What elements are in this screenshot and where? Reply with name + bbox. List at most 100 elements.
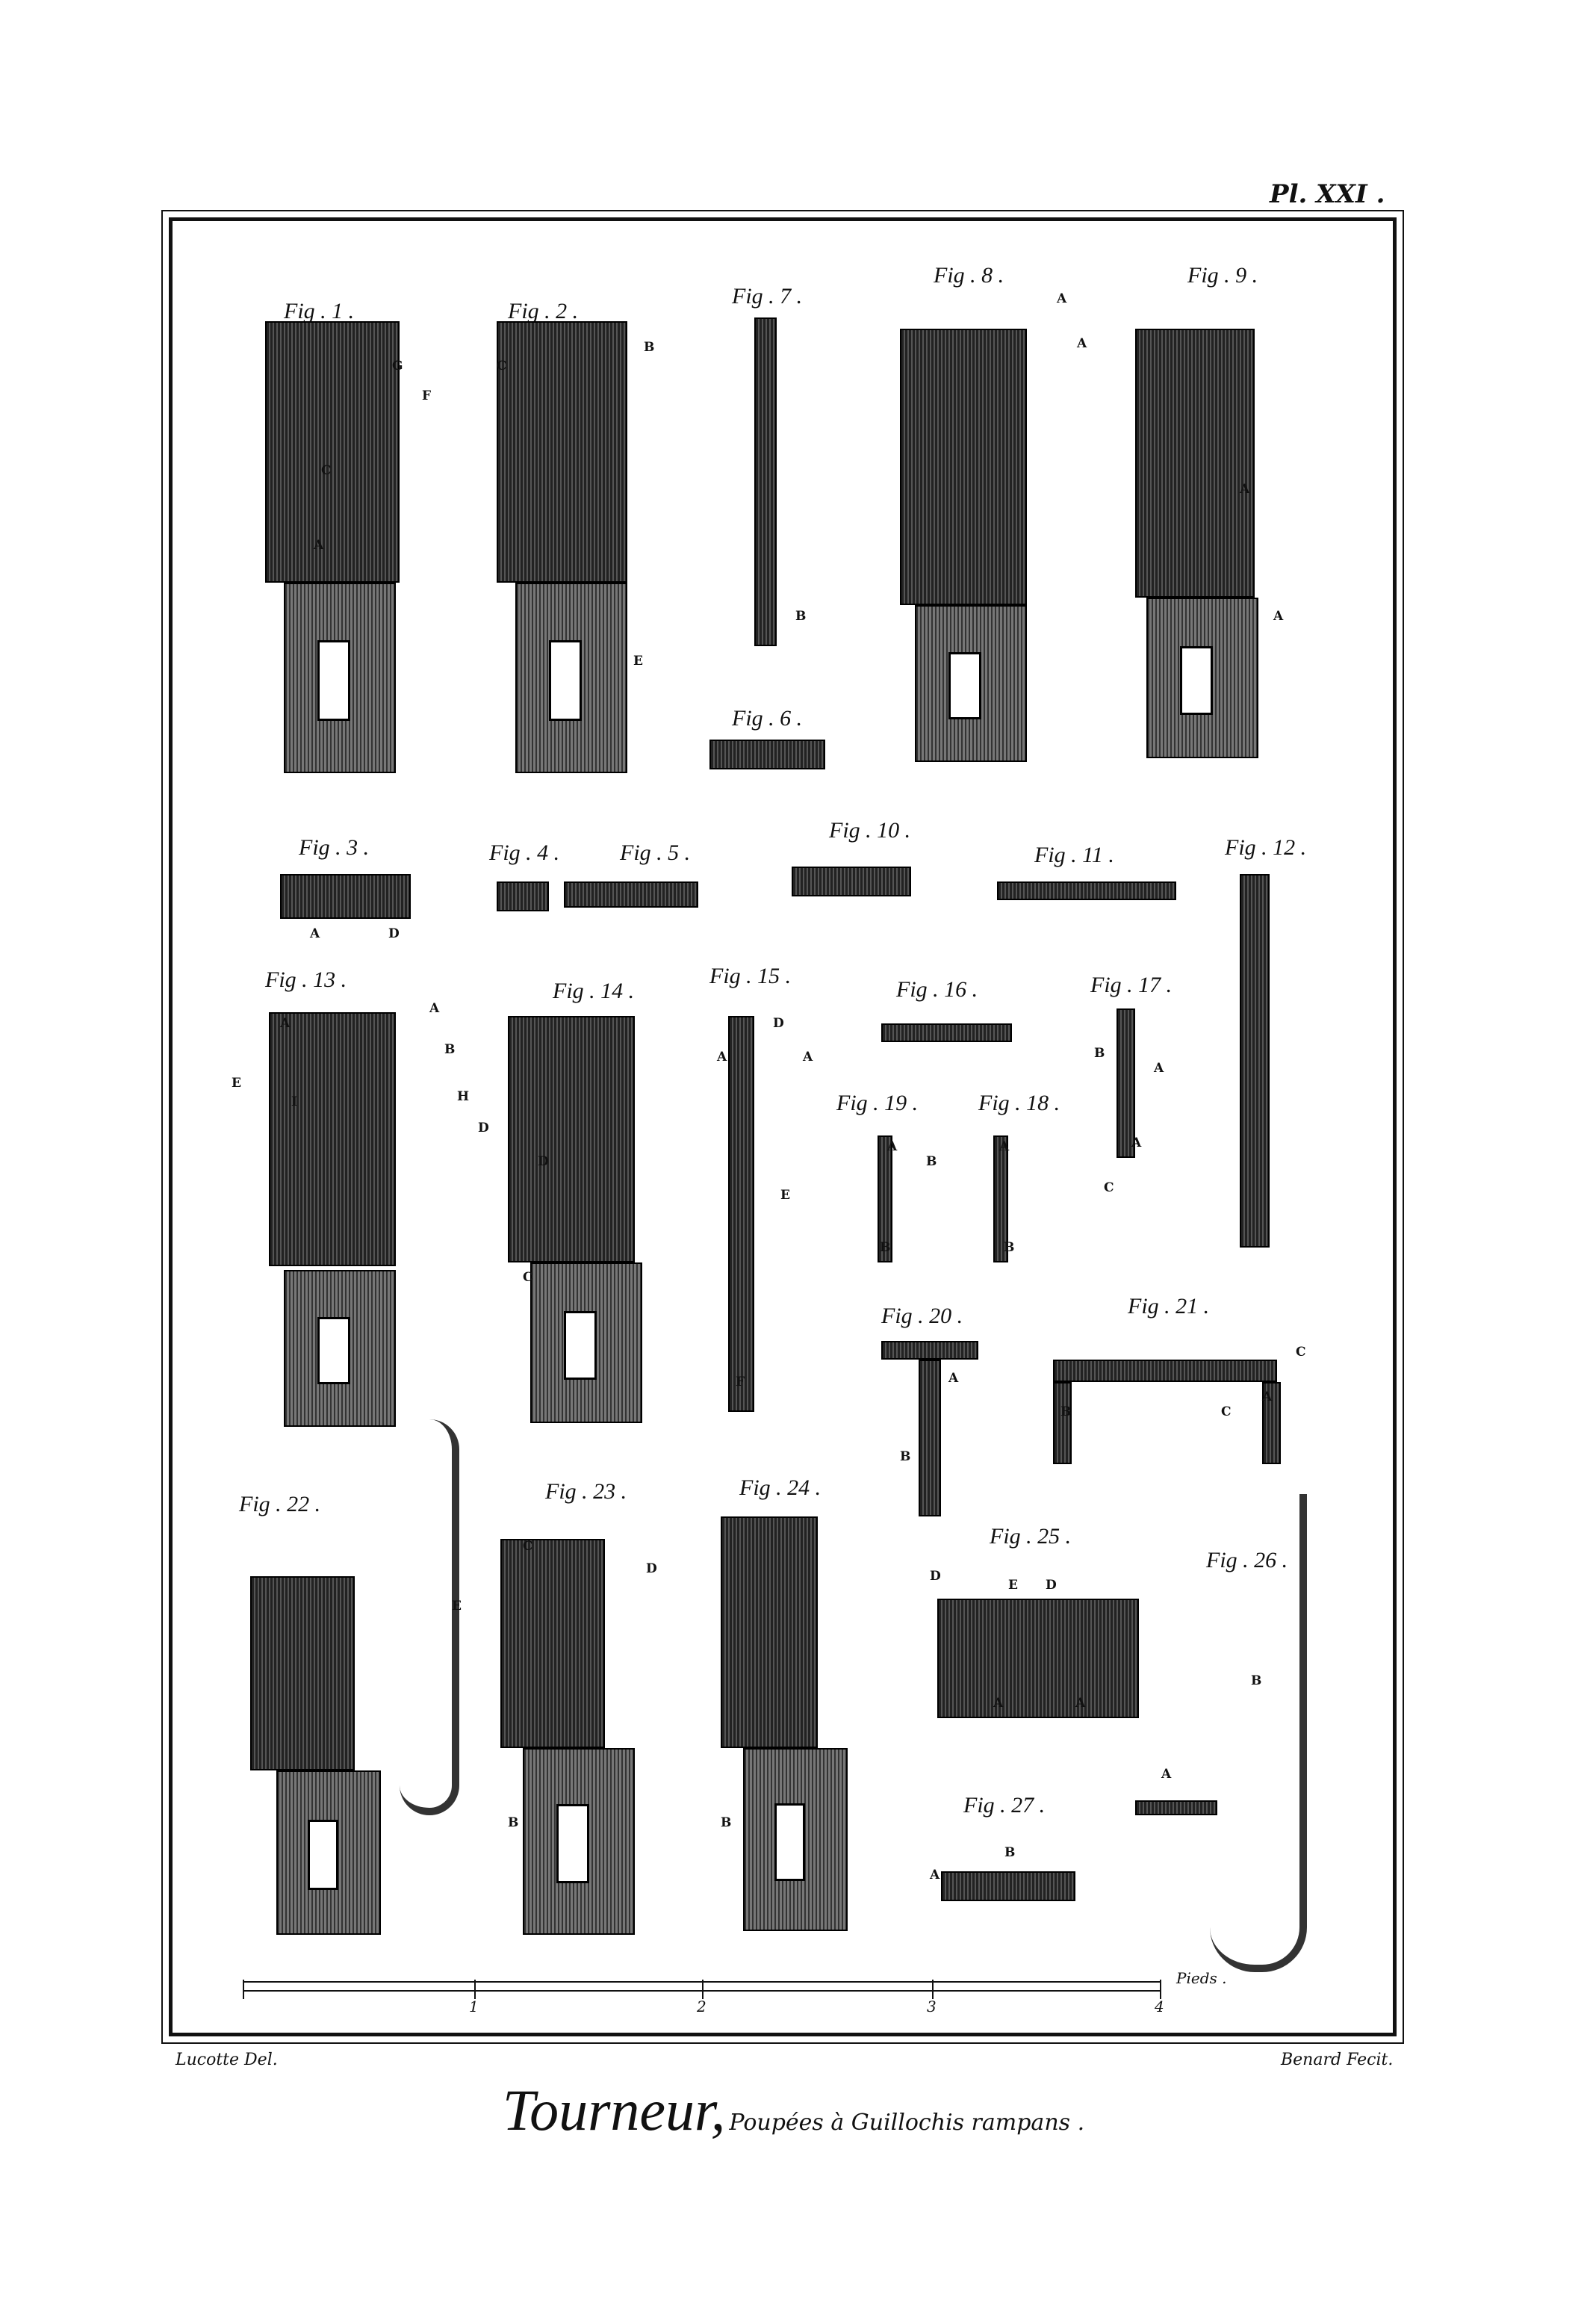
poppet-head (1135, 329, 1255, 598)
reference-letter: B (644, 340, 655, 355)
poppet-head (900, 329, 1027, 605)
reference-letter: F (736, 1375, 745, 1389)
reference-letter: G (392, 359, 403, 374)
reference-letter: A (717, 1050, 727, 1065)
reference-letter: B (1251, 1673, 1262, 1688)
machine-part (993, 1135, 1008, 1262)
machine-part (709, 740, 825, 769)
poppet-head (269, 1012, 396, 1266)
poppet-head (508, 1016, 635, 1262)
figure-label: Fig . 12 . (1225, 835, 1307, 860)
reference-letter: C (1221, 1404, 1232, 1419)
figure-label: Fig . 6 . (732, 706, 803, 731)
poppet-head (500, 1539, 605, 1748)
plate-frame (161, 210, 1404, 2044)
reference-letter: H (457, 1089, 470, 1104)
machine-part (1135, 1800, 1217, 1815)
figure-label: Fig . 25 . (990, 1524, 1072, 1549)
reference-letter: C (1104, 1180, 1114, 1195)
reference-letter: B (1004, 1845, 1016, 1860)
figure-label: Fig . 19 . (836, 1091, 919, 1115)
poppet-window (948, 652, 981, 719)
reference-letter: D (646, 1561, 657, 1576)
strap-b (1210, 1494, 1307, 1972)
reference-letter: A (803, 1050, 813, 1065)
reference-letter: A (1077, 336, 1087, 351)
scale-tick (702, 1980, 704, 1999)
scale-tick (1160, 1980, 1161, 1999)
reference-letter: D (930, 1569, 941, 1584)
reference-letter: C (1296, 1345, 1306, 1360)
reference-letter: E (452, 1599, 462, 1614)
poppet-head (250, 1576, 355, 1770)
figure-label: Fig . 2 . (508, 299, 579, 323)
machine-part (937, 1599, 1139, 1718)
machine-part (280, 874, 411, 919)
reference-letter: A (1154, 1061, 1164, 1076)
reference-letter: B (1004, 1240, 1015, 1255)
reference-letter: A (429, 1001, 440, 1016)
poppet-window (308, 1820, 338, 1890)
figure-label: Fig . 20 . (881, 1304, 963, 1328)
credit-draughtsman: Lucotte Del. (176, 2051, 278, 2069)
reference-letter: A (1273, 609, 1284, 624)
reference-letter: A (948, 1371, 959, 1386)
machine-part (1240, 874, 1270, 1248)
plate-number: Pl. XXI . (1270, 179, 1385, 209)
machine-part (1053, 1382, 1072, 1464)
scale-tick (243, 1980, 244, 1999)
figure-label: Fig . 26 . (1206, 1548, 1288, 1572)
figure-label: Fig . 3 . (299, 835, 370, 860)
scale-unit: Pieds . (1176, 1969, 1227, 1987)
title-main: Tourneur, (502, 2077, 726, 2142)
reference-letter: D (773, 1016, 784, 1031)
reference-letter: A (280, 1016, 291, 1031)
reference-letter: E (1008, 1578, 1018, 1593)
reference-letter: C (497, 359, 507, 374)
reference-letter: A (1240, 482, 1250, 497)
machine-part (919, 1360, 941, 1516)
reference-letter: B (900, 1449, 911, 1464)
reference-letter: B (444, 1042, 456, 1057)
reference-letter: D (388, 926, 400, 941)
reference-letter: A (1161, 1767, 1172, 1782)
reference-letter: D (538, 1154, 549, 1169)
reference-letter: E (633, 654, 643, 669)
machine-part (941, 1871, 1075, 1901)
reference-letter: E (232, 1076, 241, 1091)
machine-part (728, 1016, 754, 1412)
reference-letter: A (310, 926, 320, 941)
scale-tick (474, 1980, 476, 1999)
poppet-window (556, 1804, 589, 1883)
strap-e (400, 1419, 459, 1815)
credit-engraver: Benard Fecit. (1281, 2051, 1394, 2069)
figure-label: Fig . 4 . (489, 840, 560, 865)
figure-label: Fig . 7 . (732, 284, 803, 309)
figure-label: Fig . 15 . (709, 964, 792, 988)
figure-label: Fig . 10 . (829, 818, 911, 843)
figure-label: Fig . 17 . (1090, 973, 1173, 997)
reference-letter: B (1094, 1046, 1105, 1061)
reference-letter: F (422, 388, 432, 403)
reference-letter: D (1046, 1578, 1057, 1593)
poppet-head (721, 1516, 818, 1748)
machine-part (881, 1341, 978, 1360)
reference-letter: A (999, 1139, 1010, 1154)
reference-letter: C (523, 1270, 533, 1285)
poppet-head (265, 321, 400, 583)
machine-part (792, 867, 911, 896)
reference-letter: B (926, 1154, 937, 1169)
reference-letter: A (930, 1868, 940, 1883)
poppet-window (549, 639, 582, 721)
poppet-window (317, 1317, 350, 1384)
machine-part (878, 1135, 892, 1262)
poppet-window (774, 1803, 805, 1881)
scale-tick (932, 1980, 934, 1999)
machine-part (1117, 1008, 1135, 1158)
reference-letter: A (314, 538, 324, 553)
poppet-head (497, 321, 627, 583)
plate-title: Tourneur, Poupées à Guillochis rampans . (0, 2077, 1587, 2144)
reference-letter: B (721, 1815, 732, 1830)
figure-label: Fig . 14 . (553, 979, 635, 1003)
reference-letter: A (1057, 291, 1067, 306)
